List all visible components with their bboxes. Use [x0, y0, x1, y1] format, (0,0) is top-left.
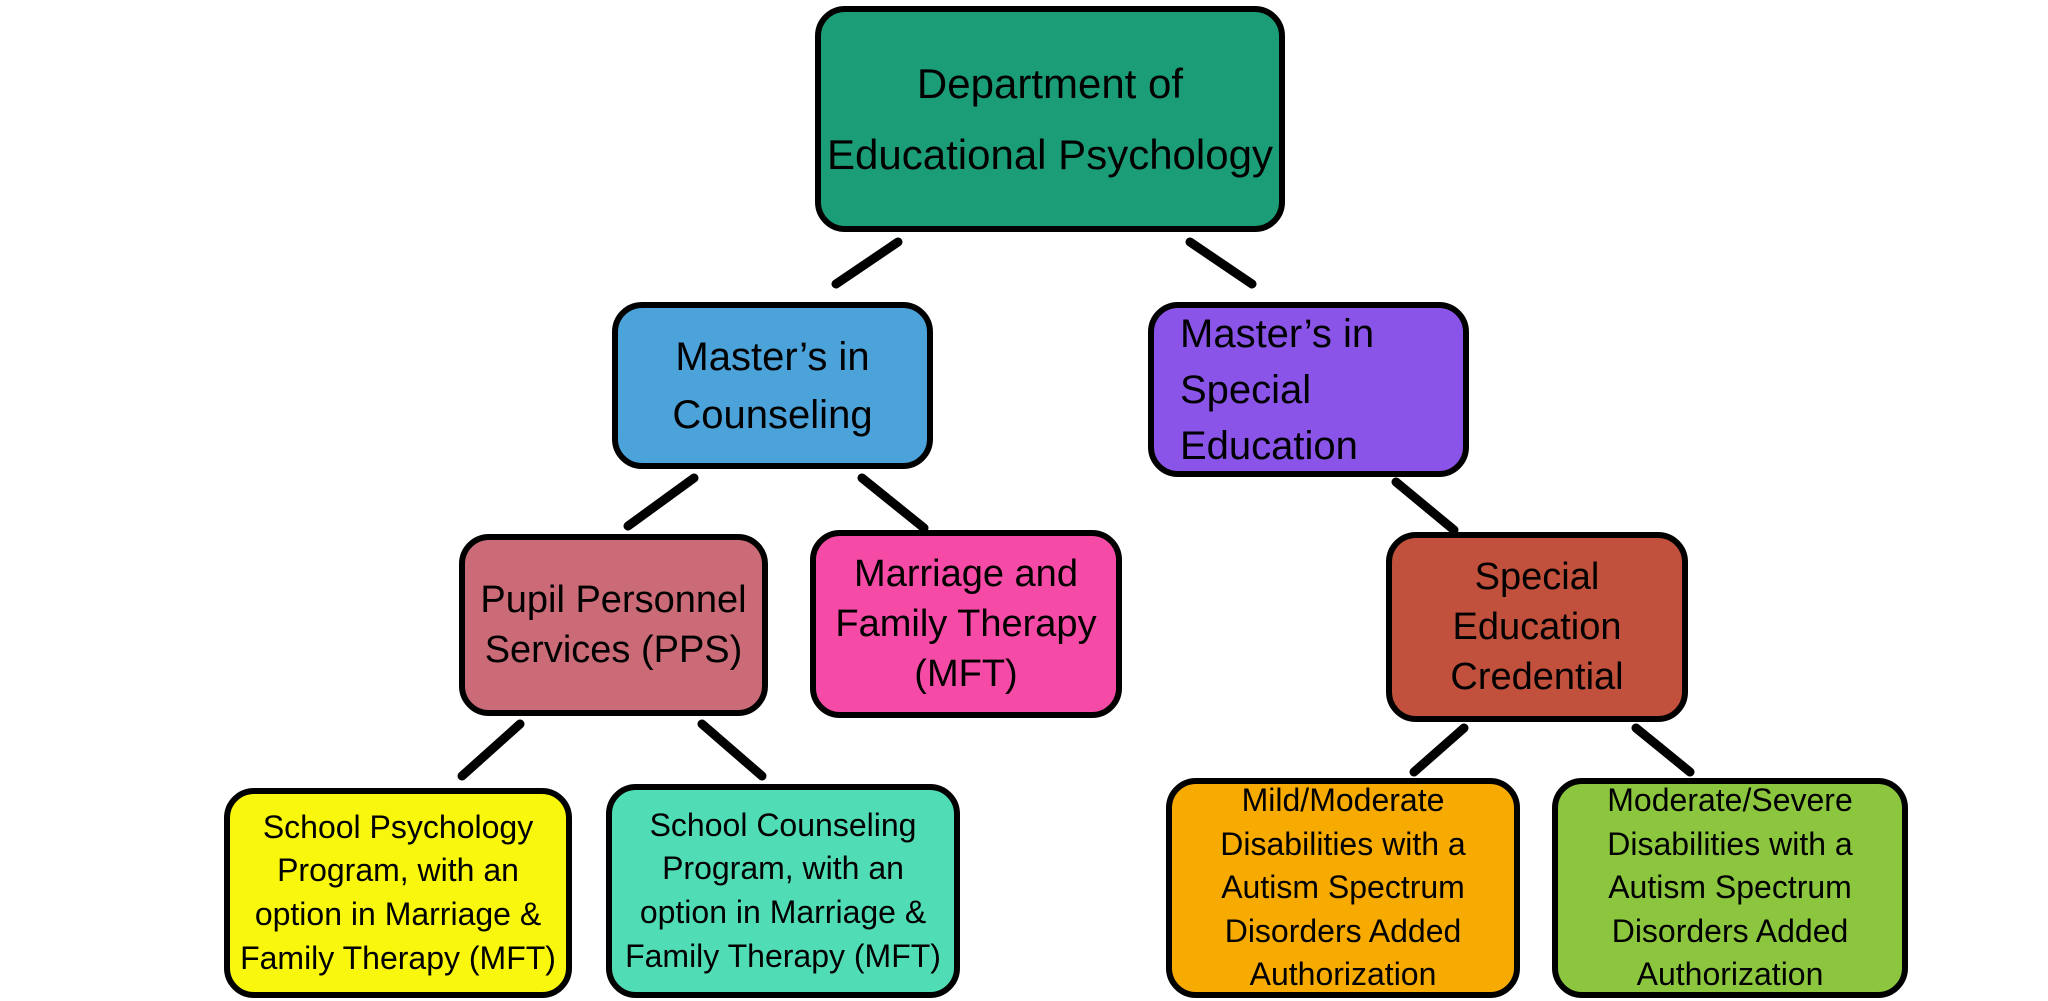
node-mild-moderate-disabilities: Mild/Moderate Disabilities with a Autism…: [1166, 778, 1520, 998]
node-masters-counseling: Master’s in Counseling: [612, 302, 933, 469]
node-department: Department of Educational Psychology: [815, 6, 1285, 232]
node-moderate-severe-disabilities-label: Moderate/Severe Disabilities with a Auti…: [1607, 782, 1853, 993]
node-pupil-personnel-services-label: Pupil Personnel Services (PPS): [480, 578, 747, 671]
node-marriage-family-therapy-label: Marriage and Family Therapy (MFT): [835, 552, 1097, 696]
node-special-education-credential-label: Special Education Credential: [1450, 555, 1624, 699]
edge-counseling-pps: [623, 473, 699, 531]
node-school-counseling-program: School Counseling Program, with an optio…: [606, 784, 960, 998]
node-masters-special-education: Master’s in Special Education: [1148, 302, 1469, 477]
edge-pps-school-counseling: [697, 719, 767, 781]
node-special-education-credential: Special Education Credential: [1386, 532, 1688, 722]
node-masters-counseling-label: Master’s in Counseling: [672, 334, 873, 437]
node-moderate-severe-disabilities: Moderate/Severe Disabilities with a Auti…: [1552, 778, 1908, 998]
edge-counseling-mft: [857, 473, 929, 533]
node-school-psychology-program-label: School Psychology Program, with an optio…: [240, 808, 556, 976]
edge-special-education-sped-credential: [1391, 477, 1459, 535]
edge-department-counseling: [831, 237, 903, 289]
edge-sped-credential-mild-moderate: [1409, 723, 1469, 777]
node-department-label: Department of Educational Psychology: [827, 59, 1273, 178]
node-school-counseling-program-label: School Counseling Program, with an optio…: [625, 806, 941, 974]
edge-sped-credential-moderate-severe: [1631, 723, 1695, 777]
node-pupil-personnel-services: Pupil Personnel Services (PPS): [459, 534, 768, 716]
edge-department-special-education: [1185, 237, 1257, 289]
node-mild-moderate-disabilities-label: Mild/Moderate Disabilities with a Autism…: [1220, 782, 1466, 993]
node-masters-special-education-label: Master’s in Special Education: [1180, 311, 1375, 468]
node-school-psychology-program: School Psychology Program, with an optio…: [224, 788, 572, 998]
node-marriage-family-therapy: Marriage and Family Therapy (MFT): [810, 530, 1122, 718]
edge-pps-school-psychology: [457, 719, 525, 781]
